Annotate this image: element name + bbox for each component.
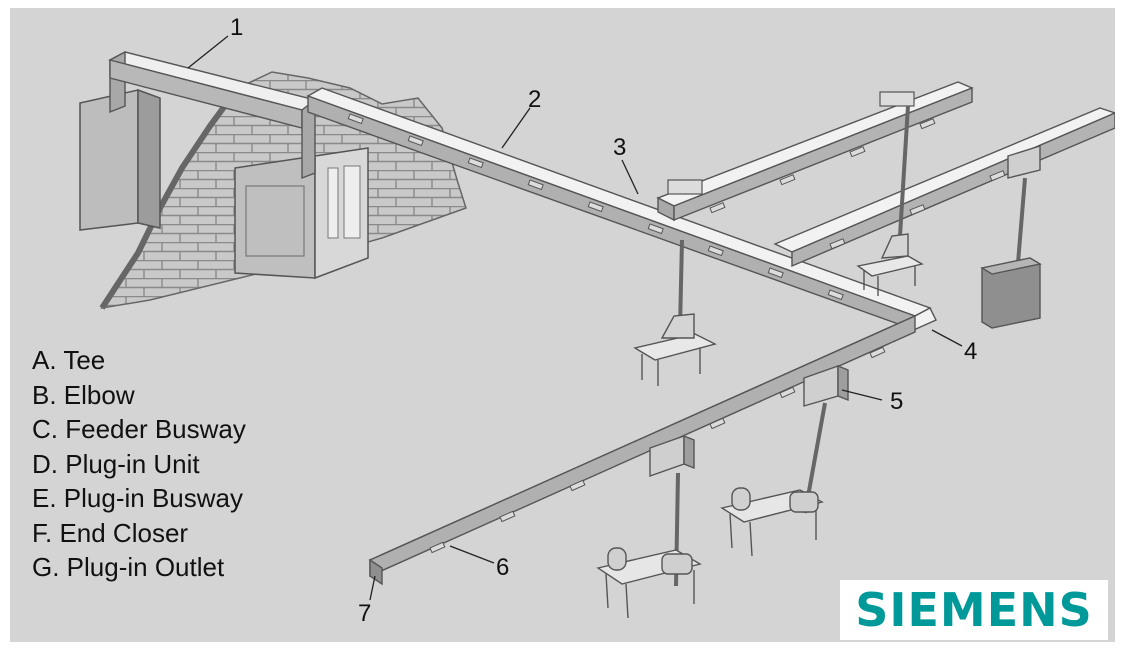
vent-slots [347, 113, 1006, 554]
callout-2: 2 [528, 86, 542, 113]
callout-7: 7 [358, 600, 372, 627]
sewing-machine-table-1 [633, 313, 717, 386]
leader-lines [187, 35, 963, 601]
cabinet-load [980, 257, 1042, 329]
motor-bench-2 [596, 547, 702, 619]
plug-in-busway [368, 307, 937, 586]
callout-1: 1 [230, 14, 244, 41]
legend-item-plug-in-outlet: G. Plug-in Outlet [32, 552, 225, 582]
legend-item-end-closer: F. End Closer [32, 517, 189, 548]
siemens-logo: SIEMENS [840, 580, 1108, 640]
logo-text: SIEMENS [855, 583, 1093, 637]
branch-busway-second [773, 107, 1115, 268]
loads [596, 233, 1042, 619]
legend-item-tee: A. Tee [32, 345, 106, 375]
switchgear [234, 147, 369, 280]
plug-in-unit-5 [803, 364, 849, 514]
sewing-machine-table-2 [856, 233, 924, 296]
motor-bench-1 [720, 487, 824, 557]
wall-broken-edge [99, 86, 241, 310]
end-closer [369, 558, 383, 586]
plug-in-units [649, 105, 1041, 587]
busway-illustration [79, 35, 1115, 619]
legend-item-plug-in-unit: D. Plug-in Unit [32, 448, 200, 479]
callout-6: 6 [496, 554, 510, 581]
feeder-busway-arch [108, 50, 317, 180]
plug-in-unit-upper [1007, 145, 1041, 264]
callout-4: 4 [964, 338, 978, 365]
transformer-box [79, 88, 161, 231]
legend-item-feeder-busway: C. Feeder Busway [32, 414, 246, 444]
callout-3: 3 [613, 134, 627, 161]
branch-busway-upper [656, 81, 974, 222]
component-legend: A. Tee B. Elbow C. Feeder Busway D. Plug… [32, 343, 246, 585]
legend-item-plug-in-busway: E. Plug-in Busway [32, 483, 243, 513]
busway-diagram: 1 2 3 4 5 6 7 A. Tee B. Elbow C. Feeder … [10, 8, 1115, 642]
callout-5: 5 [890, 388, 904, 415]
legend-item-elbow: B. Elbow [32, 379, 135, 410]
ceiling-hangers [667, 91, 915, 195]
